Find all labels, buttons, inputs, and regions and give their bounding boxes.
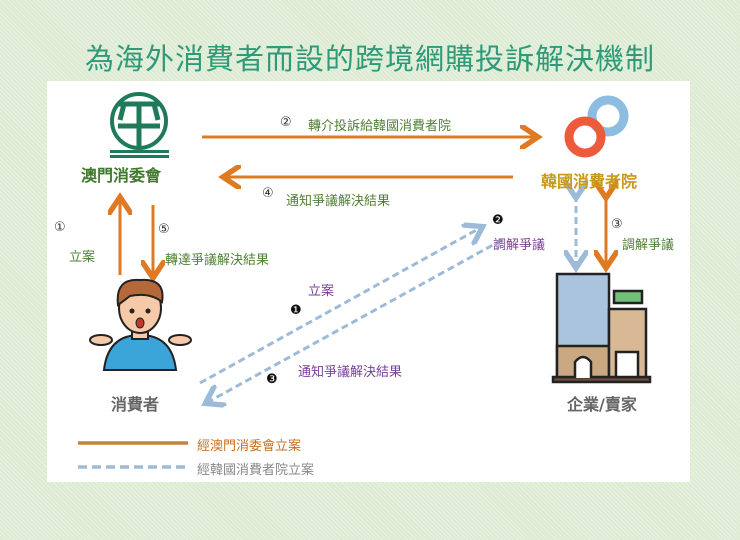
step5-number: ⑤ [158,222,170,237]
consumer-label: 消費者 [111,395,160,414]
korea-step2-number: ❷ [492,213,504,228]
step2-label: 轉介投訴給韓國消費者院 [308,119,452,134]
step3-number: ③ [611,217,623,232]
korea-agency-label: 韓國消費者院 [541,172,638,191]
step3-label: 調解爭議 [622,238,675,253]
arrow-k3 [208,238,503,402]
step2-number: ② [280,115,292,130]
step1-number: ① [54,220,66,235]
arrow-k1 [199,228,480,385]
legend-orange-label: 經澳門消委會立案 [197,439,302,454]
macau-council-label: 澳門消委會 [81,166,162,185]
korea-consumer-agency-logo [564,95,629,158]
macau-consumer-council-logo [110,92,169,158]
korea-step1-label: 立案 [308,284,335,299]
consumer-illustration [89,278,192,371]
korea-step3-number: ❸ [266,372,278,387]
step4-number: ④ [262,186,274,201]
step5-label: 轉達爭議解決結果 [165,253,270,268]
korea-step1-number: ❶ [290,303,302,318]
business-building-illustration [551,272,652,384]
korea-step3-label: 通知爭議解決結果 [298,365,403,380]
legend-blue-label: 經韓國消費者院立案 [197,463,315,478]
page-title: 為海外消費者而設的跨境網購投訴解決機制 [84,42,655,76]
step4-label: 通知爭議解決結果 [286,194,391,209]
business-label: 企業/賣家 [567,395,637,414]
korea-step2-label: 調解爭議 [493,238,546,253]
step1-label: 立案 [69,250,96,265]
